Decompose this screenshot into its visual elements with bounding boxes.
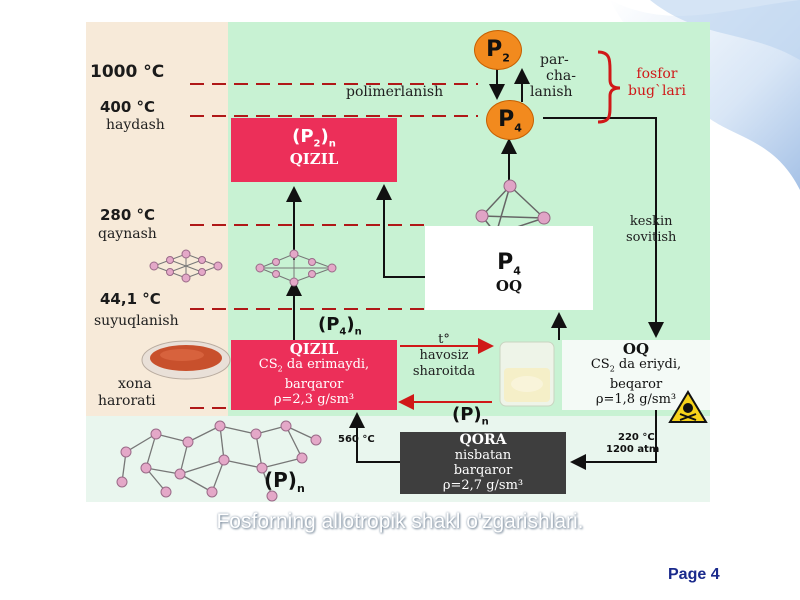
label-keskin-sovitish: keskin sovitish — [626, 214, 677, 245]
qora-line1: nisbatan — [454, 448, 512, 463]
red-phosphorus-p2n-box: (P2)n QIZIL — [231, 118, 397, 182]
qora-density: ρ=2,7 g/sm³ — [442, 478, 524, 493]
p4-box-name: OQ — [495, 277, 523, 296]
qora-line2: barqaror — [453, 463, 513, 478]
label-qaynash: qaynash — [98, 226, 157, 242]
temp-400: 400 °C — [100, 98, 156, 116]
white-phosphorus-p4-box: P4 OQ — [425, 226, 593, 310]
label-harorati: harorati — [98, 393, 156, 409]
label-haydash: haydash — [106, 117, 165, 133]
condition-1200atm: 1200 atm — [606, 444, 660, 455]
label-parchalanish: par- cha- lanish — [530, 52, 576, 100]
p4-box-formula: P4 — [497, 250, 521, 278]
molecule-cluster-right-image — [255, 249, 337, 287]
condition-havosiz: t° havosiz sharoitda — [412, 332, 476, 379]
qora-name: QORA — [459, 432, 507, 448]
red-phosphorus-dish-image — [141, 340, 231, 380]
label-suyuqlanish: suyuqlanish — [94, 313, 179, 329]
temp-1000: 1000 °C — [90, 62, 165, 82]
condition-220: 220 °C — [618, 432, 655, 443]
label-polimerlanish: polimerlanish — [346, 84, 444, 100]
p2n-formula: (P2)n — [292, 126, 336, 150]
white-phosphorus-liquid-image — [499, 341, 555, 407]
red-box-name: QIZIL — [289, 340, 339, 358]
red-box-density: ρ=2,3 g/sm³ — [273, 391, 355, 407]
label-fosfor-buglari: fosfor bug`lari — [628, 66, 686, 99]
black-phosphorus-box: QORA nisbatan barqaror ρ=2,7 g/sm³ — [400, 432, 566, 494]
label-xona: xona — [118, 376, 152, 392]
red-box-line1: CS2 da erimaydi, — [258, 357, 370, 374]
oq-box-line1: CS2 da eriydi, — [590, 357, 682, 374]
pn-bottom-label: (P)n — [264, 468, 305, 495]
oq-box-line2: beqaror — [609, 376, 663, 392]
oq-box-density: ρ=1,8 g/sm³ — [595, 391, 677, 407]
p4-molecule: P4 — [486, 100, 534, 140]
red-box-line2: barqaror — [284, 376, 344, 392]
molecule-cluster-left-image — [149, 249, 223, 283]
brace — [597, 50, 621, 124]
toxic-hazard-icon — [668, 390, 708, 423]
temp-280: 280 °C — [100, 206, 156, 224]
red-phosphorus-box: QIZIL CS2 da erimaydi, barqaror ρ=2,3 g/… — [231, 340, 397, 410]
polymer-network-image — [116, 420, 322, 502]
oq-box-name: OQ — [622, 340, 650, 358]
p2n-name: QIZIL — [289, 149, 339, 168]
temp-44: 44,1 °C — [100, 290, 161, 308]
pn-middle-label: (P)n — [452, 404, 489, 428]
p2-molecule: P2 — [474, 30, 522, 70]
page-number: Page 4 — [668, 566, 720, 583]
slide-caption: Fosforning allotropik shakl o'zgarishlar… — [216, 510, 584, 533]
condition-560: 560 °C — [338, 434, 375, 445]
bottom-panel — [86, 416, 710, 502]
p4n-label: (P4)n — [318, 314, 362, 338]
